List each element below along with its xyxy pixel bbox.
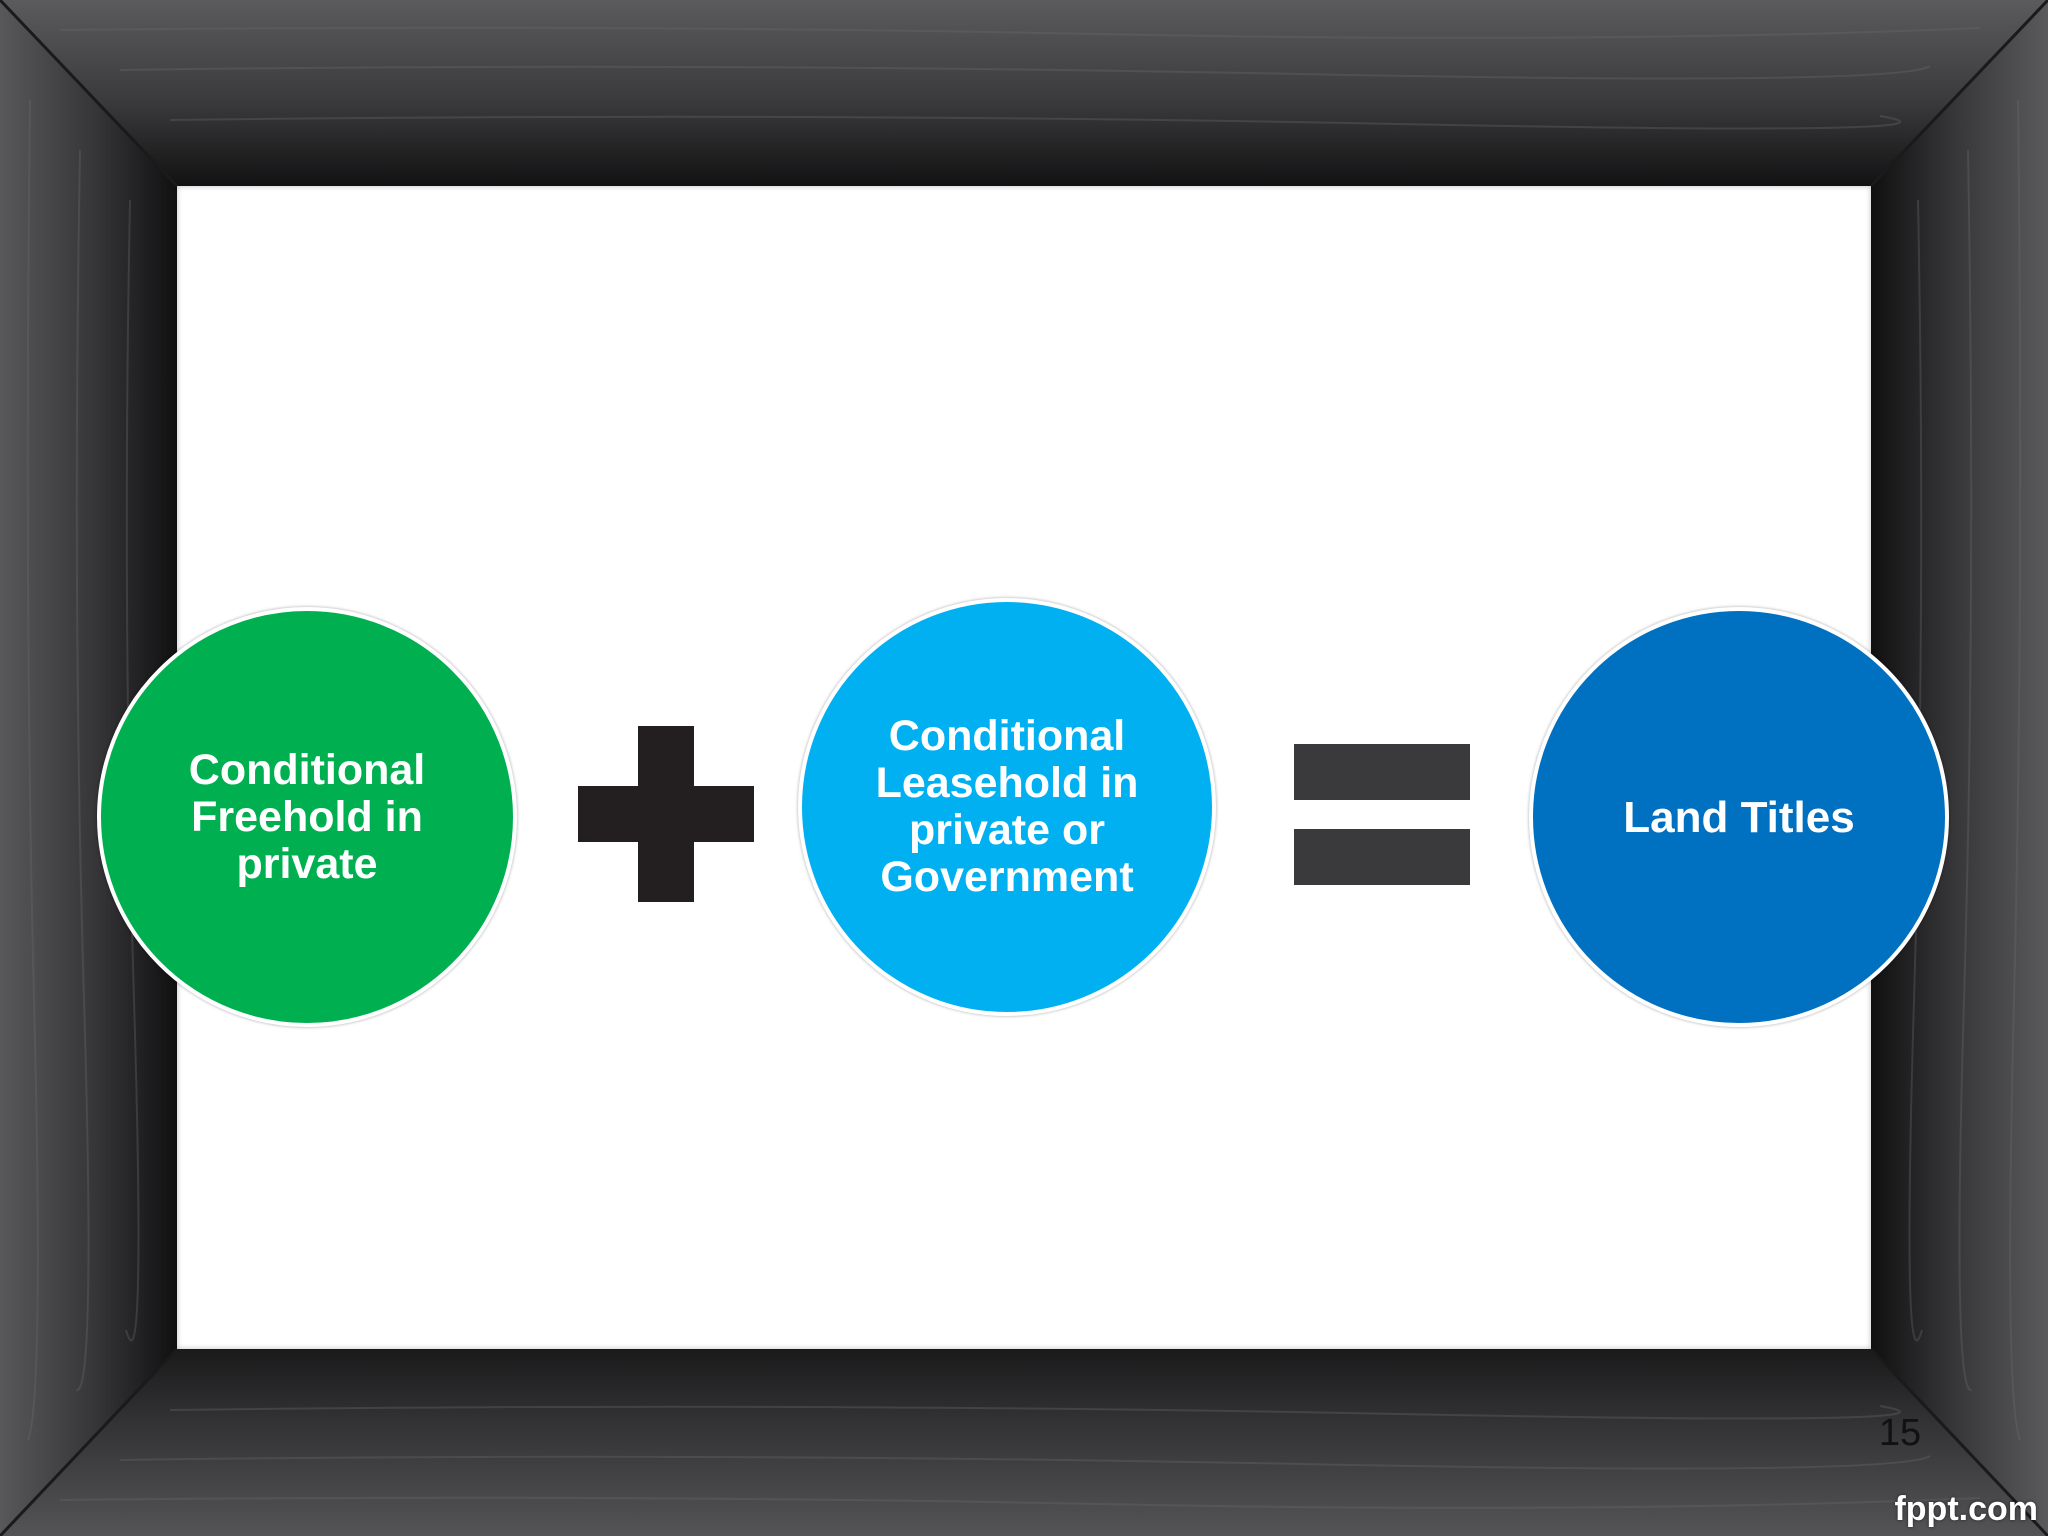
leasehold-circle-label: Conditional Leasehold in private or Gove… — [875, 712, 1139, 901]
leasehold-circle: Conditional Leasehold in private or Gove… — [798, 598, 1216, 1016]
equals-icon — [1294, 744, 1470, 885]
plus-icon — [578, 726, 754, 902]
equals-bottom-bar — [1294, 829, 1470, 885]
brand-watermark: fppt.com — [1894, 1490, 2038, 1528]
land-titles-circle: Land Titles — [1529, 607, 1949, 1027]
freehold-circle-label: Conditional Freehold in private — [188, 745, 426, 888]
land-titles-circle-label: Land Titles — [1623, 792, 1855, 842]
plus-vertical-bar — [638, 726, 694, 902]
page-number: 15 — [1878, 1412, 1922, 1454]
freehold-circle: Conditional Freehold in private — [97, 607, 517, 1027]
equals-top-bar — [1294, 744, 1470, 800]
